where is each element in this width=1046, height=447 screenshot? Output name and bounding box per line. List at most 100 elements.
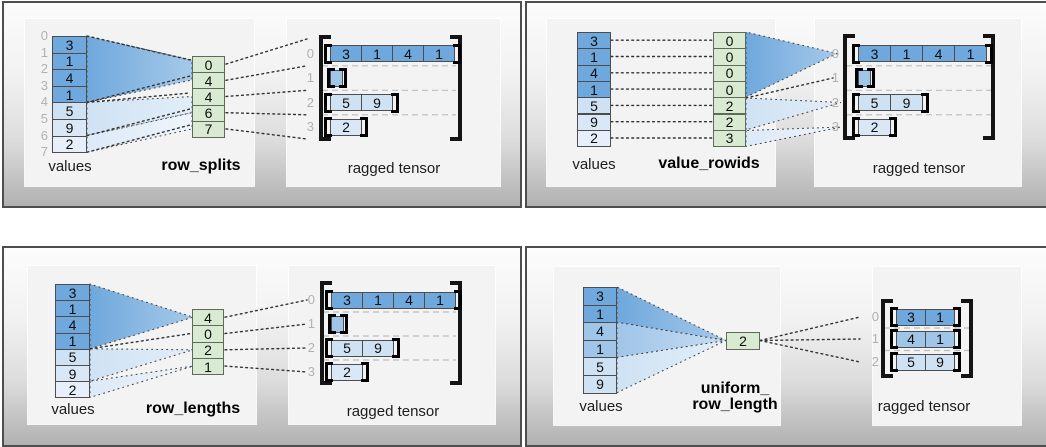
param-cell: 0 — [713, 48, 746, 66]
row-bracket-right — [953, 307, 961, 327]
tensor-row-index: 3 — [306, 119, 314, 134]
outer-bracket-right — [961, 299, 973, 378]
row-bracket-right — [453, 43, 461, 64]
row-bracket-right — [391, 92, 399, 113]
values-cell: 1 — [583, 304, 617, 324]
values-cell: 3 — [577, 32, 611, 50]
values-cell: 3 — [583, 287, 617, 306]
tensor-row-index: 0 — [871, 309, 879, 324]
row-bracket-left — [325, 290, 333, 310]
row-bracket-right — [953, 329, 961, 349]
values-cell: 4 — [577, 64, 611, 82]
boundary-index: 0 — [40, 28, 48, 43]
row-bracket-right — [361, 362, 369, 382]
row-bracket-right — [867, 68, 875, 88]
values-cell: 5 — [55, 348, 90, 366]
values-cell: 4 — [52, 69, 87, 87]
row-bracket-left — [327, 68, 335, 88]
tensor-row-index: 0 — [306, 45, 314, 61]
tensor-cell: 3 — [896, 308, 926, 326]
param-cell: 2 — [726, 332, 760, 350]
tensor-cell: 9 — [925, 353, 955, 371]
values-cell: 5 — [577, 97, 611, 115]
tensor-cell: 1 — [424, 291, 456, 309]
param-cell: 4 — [192, 72, 225, 90]
method-label: value_rowids — [634, 156, 784, 172]
tensor-cell: 4 — [393, 291, 425, 309]
param-cell: 0 — [713, 32, 746, 50]
tensor-cell: 1 — [954, 45, 987, 62]
values-cell: 1 — [577, 80, 611, 99]
values-cell: 5 — [52, 102, 87, 120]
values-cell: 9 — [583, 375, 617, 394]
boundary-index: 2 — [40, 61, 48, 77]
values-cell: 2 — [577, 129, 611, 148]
row-bracket-left — [890, 329, 898, 349]
param-cell: 0 — [192, 325, 224, 343]
values-cell: 9 — [52, 119, 87, 137]
param-cell: 4 — [192, 88, 225, 106]
tensor-row-index: 2 — [831, 94, 839, 110]
method-label: uniform_row_length — [660, 381, 810, 413]
method-label-line: uniform_ — [700, 380, 770, 397]
values-cell: 1 — [52, 52, 87, 71]
tensor-row-index: 1 — [307, 316, 315, 331]
boundary-index: 6 — [40, 127, 48, 143]
empty-row-box — [331, 315, 344, 333]
tensor-cell: 1 — [925, 308, 955, 326]
tensor-cell: 5 — [858, 94, 891, 111]
tensor-cell: 2 — [858, 118, 891, 136]
values-cell: 5 — [583, 357, 617, 376]
param-cell: 3 — [713, 129, 746, 148]
empty-row-box — [858, 69, 871, 87]
tensor-cell: 9 — [361, 94, 393, 111]
boundary-index: 7 — [40, 144, 48, 160]
tensor-cell: 9 — [362, 339, 394, 357]
param-cell: 4 — [192, 309, 224, 327]
tensor-label: ragged tensor — [346, 403, 440, 420]
row-bracket-left — [325, 362, 333, 382]
tensor-row-index: 3 — [307, 364, 315, 379]
values-label: values — [572, 156, 616, 173]
tensor-cell: 2 — [331, 363, 363, 381]
tensor-cell: 4 — [922, 45, 955, 62]
param-cell: 6 — [192, 104, 225, 122]
tensor-row-index: 1 — [831, 70, 839, 85]
method-label: row_splits — [126, 158, 276, 174]
row-bracket-right — [339, 68, 347, 88]
tensor-cell: 3 — [331, 291, 363, 309]
tensor-cell: 5 — [331, 339, 363, 357]
tensor-label: ragged tensor — [877, 398, 971, 415]
tensor-cell: 5 — [330, 94, 362, 111]
outer-bracket-left — [319, 35, 331, 141]
param-cell: 0 — [713, 64, 746, 82]
row-bracket-left — [324, 43, 332, 64]
boundary-index: 4 — [40, 94, 48, 110]
outer-bracket-right — [450, 281, 462, 385]
tensor-cell: 1 — [361, 45, 393, 62]
row-bracket-right — [985, 43, 993, 64]
tensor-cell: 9 — [890, 94, 923, 111]
values-cell: 4 — [583, 322, 617, 341]
row-bracket-right — [392, 338, 400, 358]
outer-bracket-left — [881, 299, 893, 378]
values-cell: 2 — [55, 381, 90, 399]
tensor-cell: 4 — [392, 45, 424, 62]
values-cell: 1 — [55, 300, 90, 318]
values-cell: 1 — [52, 85, 87, 104]
row-bracket-left — [852, 117, 860, 137]
param-cell: 1 — [192, 357, 224, 376]
param-cell: 2 — [713, 97, 746, 115]
param-cell: 0 — [192, 56, 225, 74]
method-label-line: row_lengths — [145, 400, 241, 417]
values-cell: 2 — [52, 135, 87, 154]
row-bracket-left — [890, 307, 898, 327]
method-label-line: value_rowids — [658, 155, 760, 172]
tensor-cell: 1 — [890, 45, 923, 62]
row-bracket-left — [852, 92, 860, 113]
